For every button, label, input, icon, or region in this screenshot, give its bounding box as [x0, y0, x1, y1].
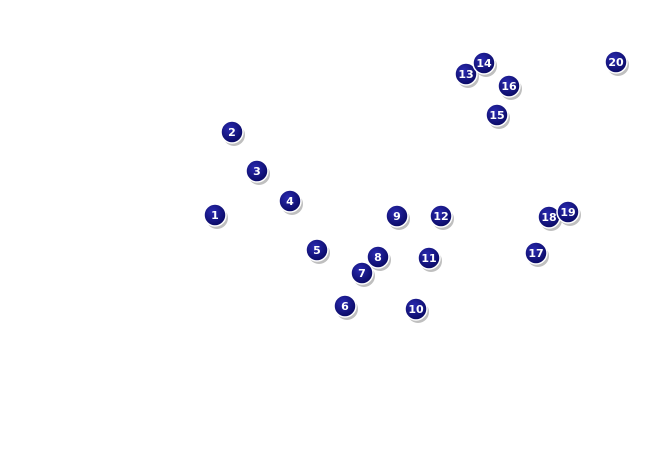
marker-circle: [220, 120, 244, 144]
marker-7[interactable]: 7: [350, 261, 375, 287]
marker-circle: [203, 203, 227, 227]
marker-12[interactable]: 12: [429, 204, 454, 230]
marker-circle: [245, 159, 269, 183]
marker-circle: [385, 204, 409, 228]
marker-9[interactable]: 9: [385, 204, 410, 230]
marker-circle: [556, 200, 580, 224]
marker-3[interactable]: 3: [245, 159, 270, 185]
marker-16[interactable]: 16: [497, 74, 522, 100]
marker-circle: [350, 261, 374, 285]
marker-2[interactable]: 2: [220, 120, 245, 146]
marker-circle: [333, 294, 357, 318]
marker-10[interactable]: 10: [404, 297, 429, 323]
marker-circle: [485, 103, 509, 127]
marker-circle: [404, 297, 428, 321]
marker-circle: [472, 51, 496, 75]
marker-circle: [524, 241, 548, 265]
marker-15[interactable]: 15: [485, 103, 510, 129]
marker-4[interactable]: 4: [278, 189, 303, 215]
marker-17[interactable]: 17: [524, 241, 549, 267]
marker-circle: [429, 204, 453, 228]
marker-circle: [417, 246, 441, 270]
marker-5[interactable]: 5: [305, 238, 330, 264]
marker-circle: [366, 245, 390, 269]
marker-1[interactable]: 1: [203, 203, 228, 229]
marker-circle: [497, 74, 521, 98]
marker-6[interactable]: 6: [333, 294, 358, 320]
marker-11[interactable]: 11: [417, 246, 442, 272]
marker-18[interactable]: 18: [537, 205, 562, 231]
marker-circle: [454, 62, 478, 86]
marker-20[interactable]: 20: [604, 50, 629, 76]
marker-circle: [604, 50, 628, 74]
marker-circle: [305, 238, 329, 262]
marker-circle: [278, 189, 302, 213]
